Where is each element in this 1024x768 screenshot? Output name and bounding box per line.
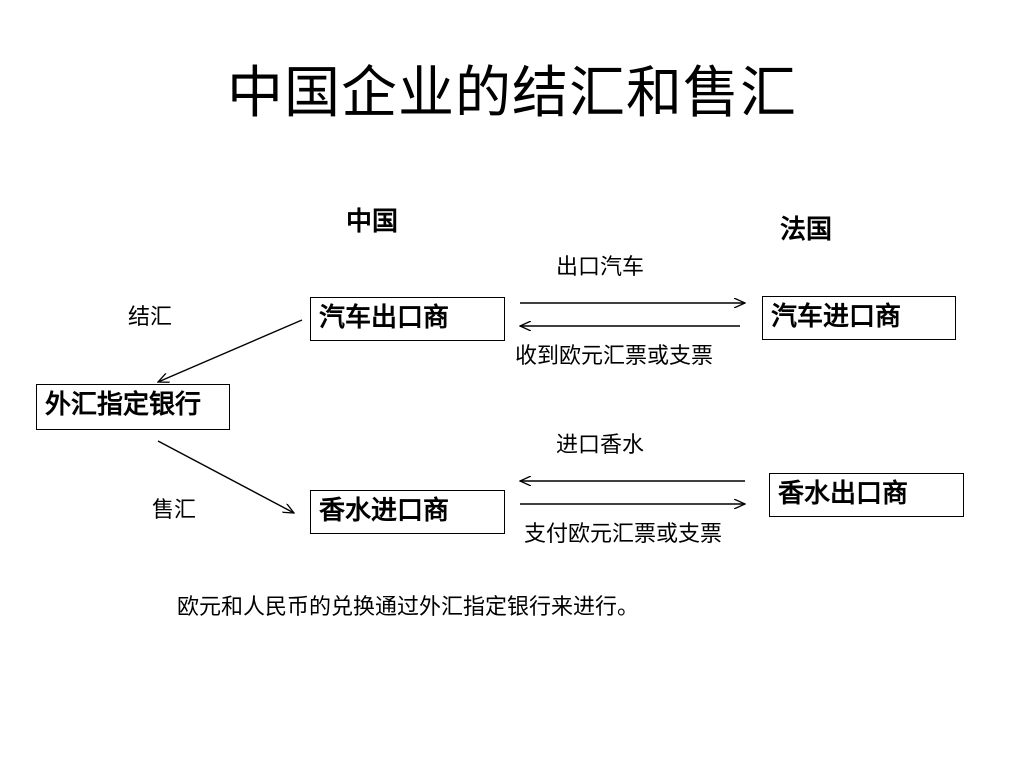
label-import-perfume: 进口香水: [556, 433, 645, 458]
heading-france: 法国: [780, 215, 833, 245]
perfume-exporter-box: 香水出口商: [769, 473, 964, 517]
label-sale: 售汇: [152, 498, 197, 523]
label-receive-euro: 收到欧元汇票或支票: [515, 344, 714, 369]
arrow-settlement: [158, 319, 303, 382]
label-settlement: 结汇: [128, 305, 173, 330]
fx-bank-box: 外汇指定银行: [36, 384, 230, 430]
heading-china: 中国: [346, 207, 399, 237]
footnote: 欧元和人民币的兑换通过外汇指定银行来进行。: [177, 595, 640, 620]
perfume-importer-box: 香水进口商: [310, 490, 505, 534]
label-pay-euro: 支付欧元汇票或支票: [524, 522, 723, 547]
car-exporter-box: 汽车出口商: [310, 297, 505, 341]
label-export-cars: 出口汽车: [556, 255, 645, 280]
slide-title: 中国企业的结汇和售汇: [227, 61, 797, 126]
car-importer-box: 汽车进口商: [762, 296, 956, 340]
arrow-sale: [157, 440, 294, 513]
